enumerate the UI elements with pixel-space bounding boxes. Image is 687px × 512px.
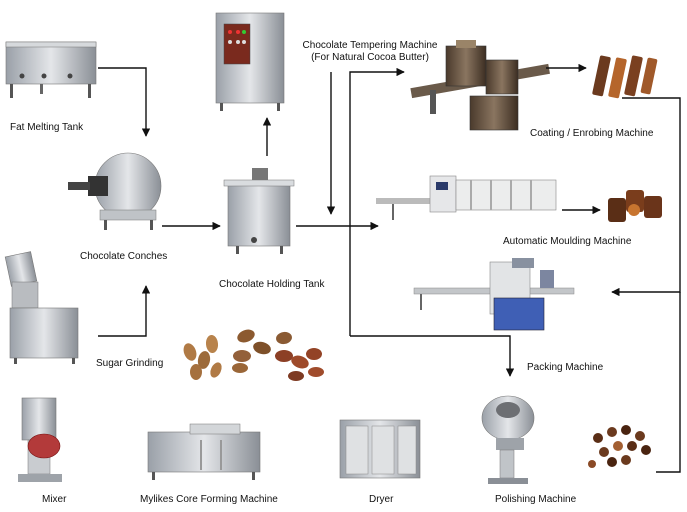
arrow-trunk-to-packing [350,335,515,377]
arrow-fat-tank-to-conches [98,67,151,137]
label-fat-melting-tank: Fat Melting Tank [10,122,84,133]
moulded-chocolates-image [608,190,662,222]
mixer-image [18,397,62,482]
label-chocolate-holding-tank: Chocolate Holding Tank [219,279,325,290]
polishing-machine-image [481,395,535,484]
label-automatic-moulding-machine: Automatic Moulding Machine [503,236,632,247]
nuts-image [183,329,324,381]
arrow-products-to-packing [611,97,681,297]
coating-enrobing-machine-image [410,40,550,131]
arrow-sugar-grinding-to-conches [98,285,151,337]
arrow-trunk-to-coating [349,67,405,336]
chocolate-balls-image [588,425,651,468]
fat-melting-tank-image [5,41,97,98]
label-tempering-machine: Chocolate Tempering Machine (For Natural… [290,40,450,64]
enrobed-bars-image [592,55,658,99]
label-coating-enrobing-machine: Coating / Enrobing Machine [530,128,654,139]
label-tempering-machine-line2: (For Natural Cocoa Butter) [311,52,429,63]
label-chocolate-conches: Chocolate Conches [80,251,168,262]
packing-machine-image [413,258,575,331]
tempering-cabinet-image [215,12,285,111]
label-mixer: Mixer [42,494,67,505]
flow-arrows [98,63,681,473]
label-core-forming-machine: Mylikes Core Forming Machine [140,494,278,505]
label-dryer: Dryer [369,494,394,505]
dryer-image [339,419,421,479]
label-packing-machine: Packing Machine [527,362,604,373]
automatic-moulding-machine-image [376,175,557,220]
label-polishing-machine: Polishing Machine [495,494,577,505]
chocolate-holding-tank-image [223,168,295,254]
arrow-balls-to-right-loop [656,292,681,473]
label-tempering-machine-line1: Chocolate Tempering Machine [302,40,438,51]
core-forming-machine-image [147,423,261,480]
chocolate-conche-image [68,152,162,230]
sugar-grinder-image [4,251,79,364]
label-sugar-grinding: Sugar Grinding [96,358,164,369]
